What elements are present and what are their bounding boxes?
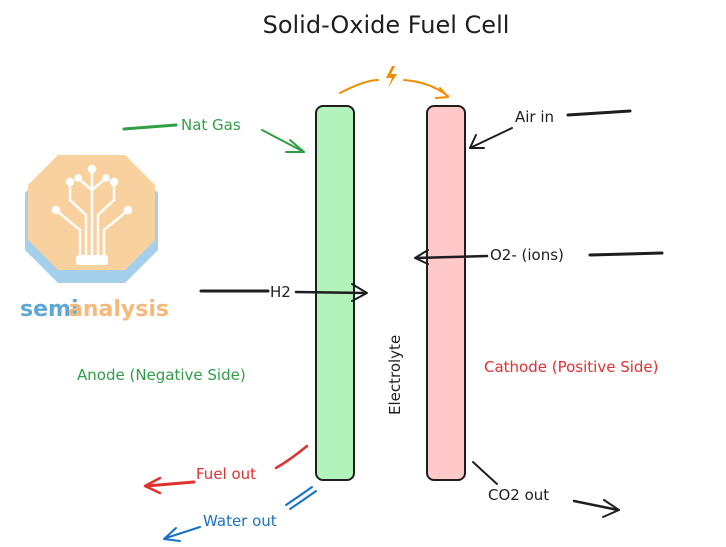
air-in-arrowhead — [469, 134, 485, 149]
o2-ions-arrowhead — [414, 249, 429, 265]
logo-bulb-base — [76, 255, 108, 265]
co2-out-line-upper — [472, 461, 498, 485]
air-in-label: Air in — [515, 108, 554, 126]
o2-ions-line-right — [588, 251, 664, 257]
o2-ions-label: O2- (ions) — [490, 246, 564, 264]
fuel-out-label: Fuel out — [196, 465, 256, 483]
co2-out-arrow — [572, 499, 620, 512]
water-out-line-upper-a — [285, 486, 313, 506]
water-out-arrowhead — [163, 527, 181, 542]
circuit-tree-icon — [51, 164, 133, 257]
cathode-bar — [426, 105, 466, 481]
air-in-arrow — [469, 127, 513, 149]
h2-arrowhead — [351, 283, 368, 302]
air-in-line — [566, 109, 632, 117]
h2-label: H2 — [270, 283, 291, 301]
co2-out-label: CO2 out — [488, 486, 549, 504]
water-out-label: Water out — [203, 512, 277, 530]
logo-text-semi: semi — [20, 297, 78, 322]
fuel-out-arrowhead — [143, 476, 162, 495]
current-arc-left — [339, 79, 379, 94]
water-out-arrow — [165, 526, 201, 539]
water-out-line-upper-b — [289, 490, 317, 510]
diagram-title: Solid-Oxide Fuel Cell — [263, 11, 510, 39]
semianalysis-logo: semi analysis — [20, 155, 169, 322]
fuel-out-arrow — [144, 480, 196, 488]
current-arrowhead — [435, 87, 449, 99]
cathode-label: Cathode (Positive Side) — [484, 358, 659, 376]
current-arc-right — [403, 79, 449, 97]
nat-gas-line — [122, 123, 178, 131]
nat-gas-label: Nat Gas — [181, 116, 241, 134]
anode-label: Anode (Negative Side) — [77, 366, 246, 384]
electrolyte-label: Electrolyte — [386, 335, 404, 415]
h2-arrow — [294, 290, 368, 295]
logo-text-analysis: analysis — [68, 297, 169, 322]
lightning-bolt-icon — [386, 66, 397, 88]
nat-gas-arrowhead — [285, 139, 305, 153]
co2-out-arrowhead — [602, 499, 620, 518]
o2-ions-arrow — [414, 254, 489, 260]
nat-gas-arrow — [261, 129, 305, 153]
fuel-out-line-upper — [274, 444, 309, 470]
